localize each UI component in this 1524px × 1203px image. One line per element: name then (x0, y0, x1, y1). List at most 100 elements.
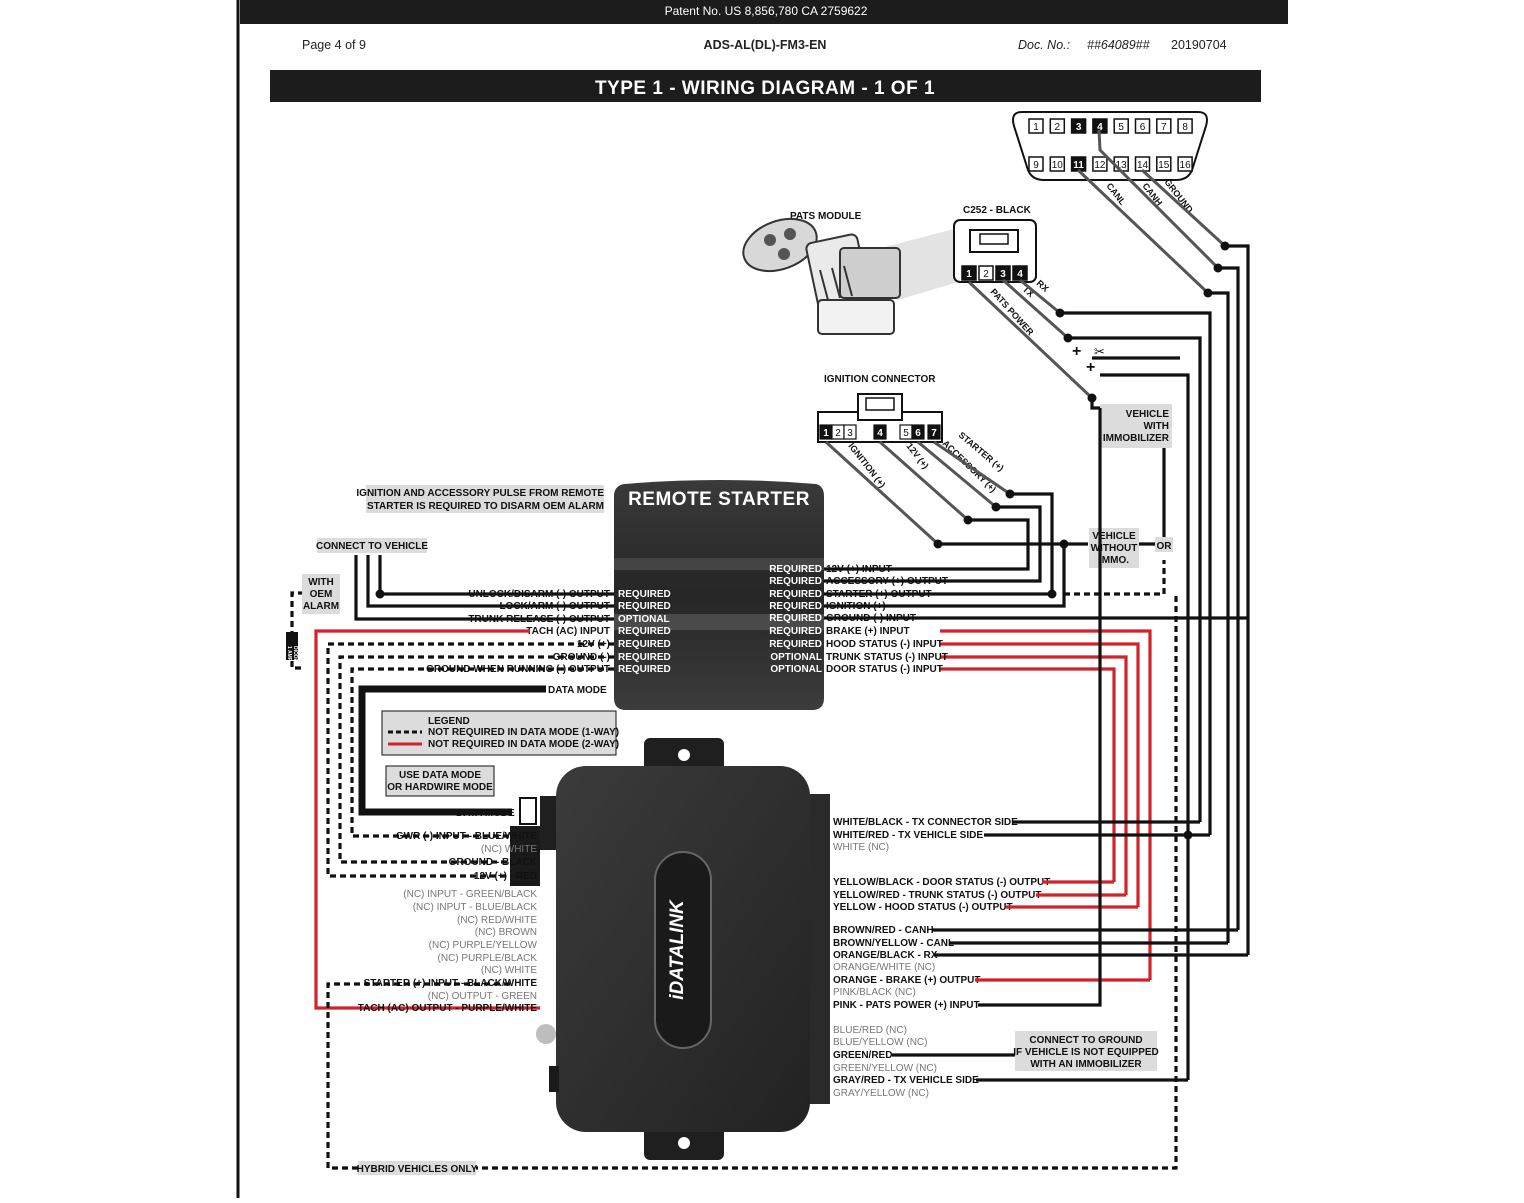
rs-right-output: ACCESSORY (+) OUTPUT (826, 576, 948, 587)
idl-right-wire-label: WHITE/BLACK - TX CONNECTOR SIDE (833, 817, 1018, 828)
wire-starter-run (824, 492, 1054, 596)
rs-data-mode-label: DATA MODE (548, 685, 607, 696)
obd-pin (1049, 118, 1066, 134)
rs-right-status: REQUIRED (769, 613, 822, 624)
rs-right-output: HOOD STATUS (-) INPUT (826, 639, 943, 650)
idl-right-wire-label: YELLOW/RED - TRUNK STATUS (-) OUTPUT (833, 890, 1042, 901)
ign-pin-number: 6 (915, 428, 921, 439)
obd-pin-number: 13 (1116, 160, 1128, 171)
pats-wire-label-rx: RX (1035, 278, 1051, 294)
obd-wire-label: CANL (1104, 181, 1128, 207)
title-bar (270, 70, 1261, 102)
doc-date: 20190704 (1171, 38, 1227, 52)
wire-12v (879, 440, 969, 522)
obd-pin-number: 6 (1140, 122, 1146, 133)
wire-ign (824, 440, 940, 546)
patent-bar (240, 0, 1288, 24)
rs-right-output: BRAKE (+) INPUT (826, 626, 910, 637)
or-note: OR (1155, 537, 1173, 552)
idl-left-wire-label: GWR (-) INPUT - BLUE/WHITE (396, 831, 537, 842)
svg-text:OR: OR (1157, 541, 1173, 552)
scissors-icon: ✂ (1094, 344, 1105, 359)
rs-right-status: OPTIONAL (770, 664, 822, 675)
idl-left-wire-label: (NC) INPUT - GREEN/BLACK (403, 889, 537, 900)
obd-pin-number: 16 (1180, 160, 1192, 171)
obd-pin-number: 9 (1033, 160, 1039, 171)
rs-right-output: GROUND (-) INPUT (826, 613, 916, 624)
c252-label: C252 - BLACK (963, 205, 1032, 216)
data-mode-cable (358, 685, 614, 816)
wire-door (940, 667, 1116, 882)
svg-text:WITHOUT: WITHOUT (1091, 543, 1138, 554)
rs-right-status: REQUIRED (769, 639, 822, 650)
legend: LEGEND NOT REQUIRED IN DATA MODE (1-WAY)… (381, 710, 619, 756)
wire-tx-vehicle (1100, 373, 1190, 1080)
obd-pin-number: 5 (1118, 122, 1124, 133)
rs-right-output: DOOR STATUS (-) INPUT (826, 664, 943, 675)
obd-pin-number: 15 (1158, 160, 1170, 171)
idl-right-wire-label: ORANGE/WHITE (NC) (833, 962, 935, 973)
obd-pin (1134, 118, 1151, 134)
obd-wire-label: GROUND (1162, 177, 1195, 215)
obd-pin (1092, 156, 1108, 172)
wire-tach (314, 629, 540, 1010)
wire-gwr (350, 667, 614, 838)
rs-left-status: REQUIRED (618, 664, 671, 675)
page-number: Page 4 of 9 (302, 38, 366, 52)
svg-text:CONNECT TO GROUND: CONNECT TO GROUND (1029, 1035, 1142, 1046)
doc-no: ##64089## (1087, 38, 1151, 52)
svg-text:WITH: WITH (308, 577, 334, 588)
wire-rx (1019, 278, 1061, 315)
obd-pin-number: 12 (1094, 160, 1106, 171)
obd-pin (1156, 118, 1172, 134)
ign-pin-number: 1 (823, 428, 829, 439)
rs-left-status: OPTIONAL (618, 614, 670, 625)
wire-canh (1097, 129, 1220, 270)
idl-left-wire-label: (NC) WHITE (481, 844, 537, 855)
wire-12v-run (824, 518, 1030, 571)
idl-left-wire-label: (NC) PURPLE/YELLOW (429, 940, 538, 951)
obd-pin-number: 1 (1033, 122, 1039, 133)
svg-text:WITH: WITH (1143, 421, 1169, 432)
rs-left-status: REQUIRED (618, 652, 671, 663)
obd-pin (1028, 118, 1044, 134)
idl-right-wire-label: GRAY/RED - TX VEHICLE SIDE (833, 1075, 979, 1086)
vehicle-with-immobilizer-note: VEHICLE WITH IMMOBILIZER (1100, 404, 1172, 448)
rs-right-status: REQUIRED (769, 564, 822, 575)
remote-starter-title: REMOTE STARTER (628, 489, 810, 510)
rs-right-status: REQUIRED (769, 589, 822, 600)
c252-pin-number: 1 (966, 269, 972, 280)
obd-pin-number: 7 (1161, 122, 1167, 133)
svg-text:ALARM: ALARM (303, 601, 339, 612)
plus-icon: + (1072, 343, 1081, 360)
wire-pats-power-input (978, 408, 1102, 1007)
rs-right-status: OPTIONAL (770, 652, 822, 663)
use-data-mode-note: USE DATA MODE OR HARDWIRE MODE (385, 765, 495, 797)
wire-trunk (940, 655, 1128, 895)
obd-pin (1070, 118, 1087, 134)
ign-pin-number: 2 (835, 428, 841, 439)
ign-pin-number: 5 (903, 428, 909, 439)
pats-module-illustration (742, 217, 958, 335)
idl-right-wire-label: PINK/BLACK (NC) (833, 987, 916, 998)
ign-pin-number: 4 (877, 428, 883, 439)
ign-pin-number: 7 (931, 428, 937, 439)
wire-oem-alarm (290, 591, 304, 670)
idl-left-wire-label: (NC) BROWN (475, 927, 537, 938)
wire-ignition-input (824, 544, 1066, 608)
svg-text:IGNITION AND ACCESSORY PULSE F: IGNITION AND ACCESSORY PULSE FROM REMOTE (356, 488, 604, 499)
obd-pin (1156, 156, 1172, 172)
rs-right-output: IGNITION (+) (826, 601, 886, 612)
wire-canl (1076, 168, 1210, 295)
ign-pin (843, 424, 857, 440)
wire-brake (940, 629, 1152, 980)
idl-data-mode-label: DATA MODE (456, 808, 515, 819)
idl-right-wire-label: BLUE/RED (NC) (833, 1025, 907, 1036)
obd-pin-number: 14 (1137, 160, 1149, 171)
idl-left-wire-label: 12V (+) - RED (474, 871, 537, 882)
idl-right-wire-label: YELLOW/BLACK - DOOR STATUS (-) OUTPUT (833, 877, 1050, 888)
